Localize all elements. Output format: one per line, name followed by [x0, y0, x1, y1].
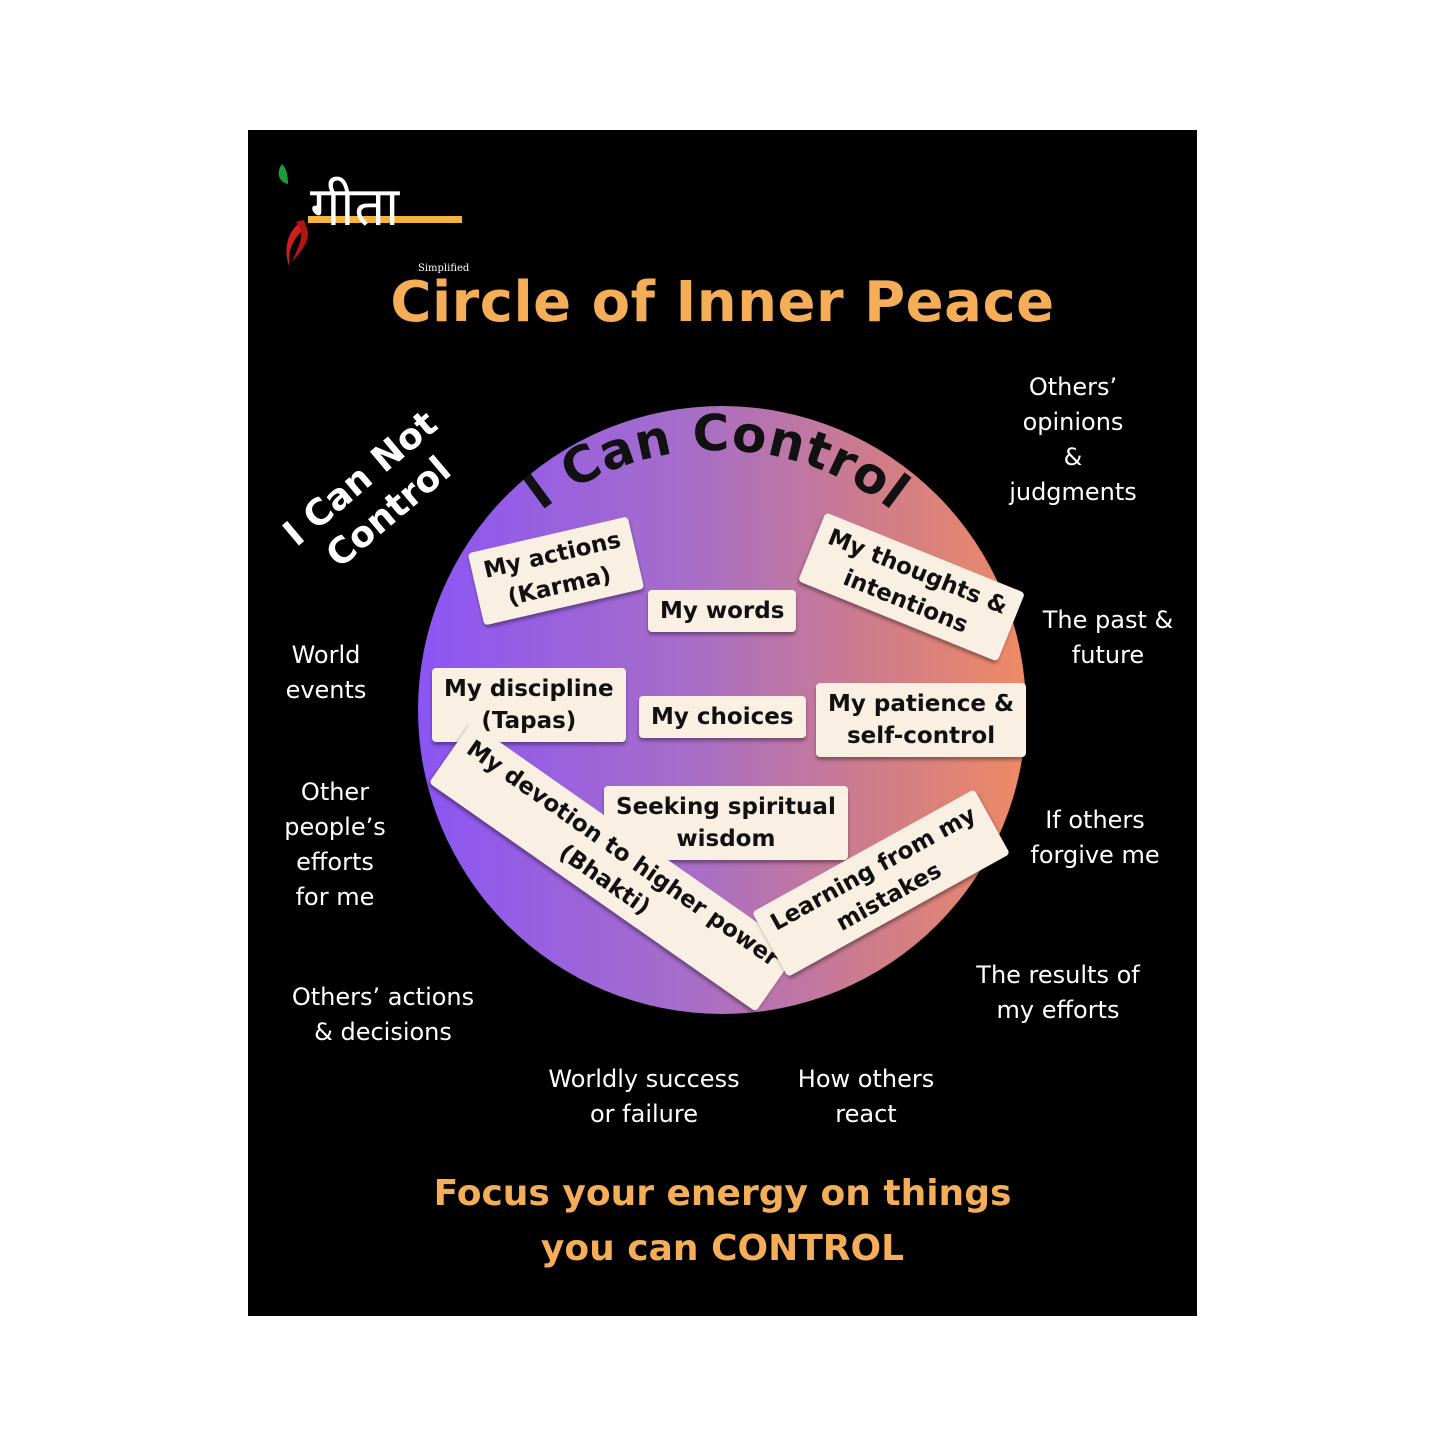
page-title: Circle of Inner Peace	[390, 270, 1055, 335]
chip-my-patience: My patience & self-control	[816, 683, 1027, 757]
logo-bar	[308, 216, 462, 223]
chip-my-choices: My choices	[639, 696, 806, 738]
chip-my-discipline: My discipline (Tapas)	[432, 668, 626, 742]
poster: गीता Simplified Circle of Inner Peace I …	[248, 130, 1197, 1316]
logo-subtitle: Simplified	[418, 263, 470, 274]
circle-title: I Can Control	[514, 404, 921, 521]
footer-message: Focus your energy on things you can CONT…	[433, 1173, 1012, 1269]
chip-my-words: My words	[648, 590, 797, 632]
svg-text:I Can Control: I Can Control	[514, 404, 921, 521]
item-worldly-success: Worldly success or failure	[548, 1065, 740, 1128]
item-other-peoples-efforts: Other people’s efforts for me	[284, 778, 386, 911]
item-world-events: World events	[285, 641, 367, 704]
gita-simplified-logo: गीता Simplified	[274, 158, 469, 274]
item-how-others-react: How others react	[797, 1065, 935, 1128]
circle-title-text: I Can Control	[514, 404, 920, 521]
item-results-of-efforts: The results of my efforts	[976, 961, 1140, 1024]
chip-seeking-wisdom: Seeking spiritual wisdom	[604, 786, 848, 860]
logo-devanagari-text: गीता	[310, 175, 400, 238]
flute-leaf-icon	[278, 164, 308, 268]
item-past-future: The past & future	[1042, 606, 1174, 669]
item-if-others-forgive: If others forgive me	[1030, 806, 1160, 869]
item-others-actions: Others’ actions & decisions	[291, 983, 475, 1046]
item-others-opinions: Others’ opinions & judgments	[1009, 373, 1137, 506]
